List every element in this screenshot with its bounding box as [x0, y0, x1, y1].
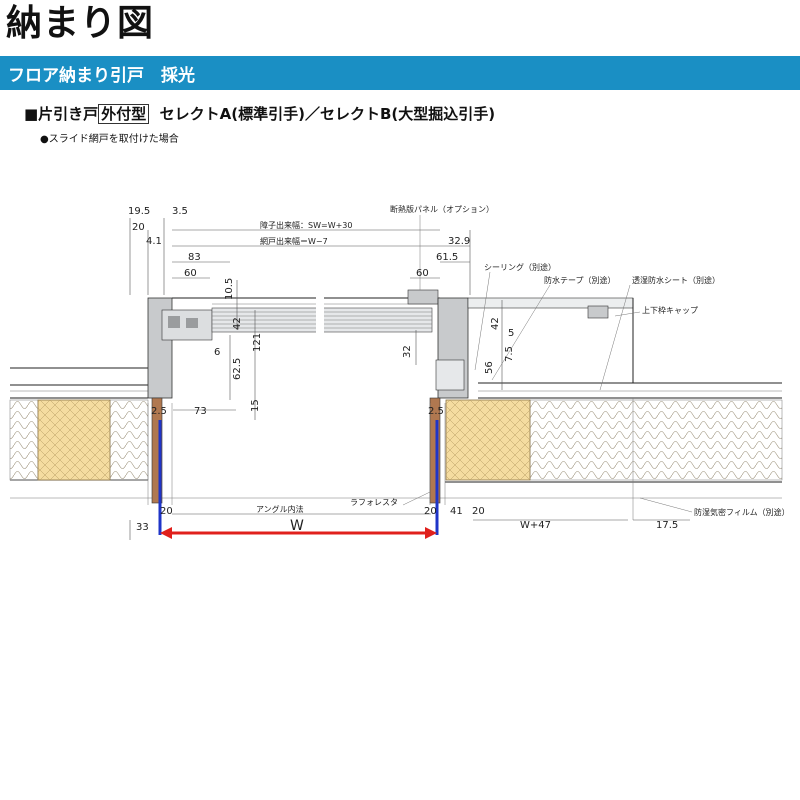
subtitle-prefix: ■片引き戸: [24, 105, 99, 123]
dim-32: 32: [402, 345, 413, 358]
label-vapor-film: 防湿気密フィルム（別途）: [694, 507, 790, 517]
product-subtitle: ■片引き戸外付型 セレクトA(標準引手)／セレクトB(大型掘込引手): [24, 104, 495, 124]
frame-left: [147, 297, 213, 504]
callout-labels: 断熱版パネル（オプション） 障子出来幅：SW=W+30 網戸出来幅＝W−7 シー…: [256, 204, 790, 517]
dim-w-47: W+47: [520, 520, 551, 531]
dim-3-5: 3.5: [172, 206, 188, 217]
insulation-left: [9, 399, 39, 481]
label-sealing: シーリング（別途）: [484, 262, 556, 272]
note-text: ●スライド網戸を取付けた場合: [40, 134, 179, 145]
dim-42-right: 42: [490, 317, 501, 330]
dim-20-r2: 20: [472, 506, 485, 517]
dimension-texts: 19.5 3.5 20 4.1 83 60 10.5 42 121 6 62.5…: [128, 206, 678, 534]
dim-2-5-left: 2.5: [151, 406, 167, 417]
page-title: 納まり図: [6, 3, 155, 44]
frame-right: [407, 289, 634, 520]
dim-41: 41: [450, 506, 463, 517]
dim-62-5: 62.5: [232, 358, 243, 380]
dim-17-5: 17.5: [656, 520, 678, 531]
joist-right: [445, 399, 531, 481]
dimension-lines: [129, 215, 693, 540]
dim-33: 33: [136, 522, 149, 533]
width-arrow: [160, 527, 437, 539]
dim-20-br: 20: [424, 506, 437, 517]
dim-60-left: 60: [184, 268, 197, 279]
joist-left: [37, 399, 111, 481]
dim-20-top: 20: [132, 222, 145, 233]
label-shoji-width: 障子出来幅：SW=W+30: [260, 220, 352, 230]
insulation-left-2: [109, 399, 149, 481]
dim-7-5: 7.5: [504, 346, 515, 362]
insulation-right: [529, 399, 783, 481]
dim-60-right: 60: [416, 268, 429, 279]
label-laforester: ラフォレスタ: [350, 498, 398, 507]
dim-6: 6: [214, 347, 220, 358]
label-angle-inner: アングル内法: [256, 504, 304, 514]
dim-42-left: 42: [232, 317, 243, 330]
dim-83: 83: [188, 252, 201, 263]
banner-text: フロア納まり引戸 採光: [8, 66, 195, 86]
section-banner: フロア納まり引戸 採光: [0, 56, 800, 90]
dim-w: W: [290, 518, 304, 534]
dim-20-bl: 20: [160, 506, 173, 517]
dim-121: 121: [252, 333, 263, 352]
dim-32-9: 32.9: [448, 236, 470, 247]
label-upper-lower-cap: 上下枠キャップ: [642, 305, 698, 315]
label-insulation-panel: 断熱版パネル（オプション）: [390, 204, 494, 214]
dim-15: 15: [250, 399, 261, 412]
dim-2-5-right: 2.5: [428, 406, 444, 417]
dim-19-5: 19.5: [128, 206, 150, 217]
dim-61-5: 61.5: [436, 252, 458, 263]
dim-73: 73: [194, 406, 207, 417]
shoji-panel: [172, 296, 440, 345]
dim-5: 5: [508, 328, 514, 339]
dim-4-1: 4.1: [146, 236, 162, 247]
label-waterproof-tape: 防水テープ（別途）: [544, 275, 616, 285]
dim-56: 56: [484, 361, 495, 374]
subtitle-suffix: セレクトA(標準引手)／セレクトB(大型掘込引手): [159, 105, 496, 123]
dim-10-5: 10.5: [224, 278, 235, 300]
label-screen-width: 網戸出来幅＝W−7: [260, 236, 328, 246]
label-moisture-sheet: 透湿防水シート（別途）: [632, 275, 720, 285]
subtitle-boxed-type: 外付型: [98, 104, 150, 124]
